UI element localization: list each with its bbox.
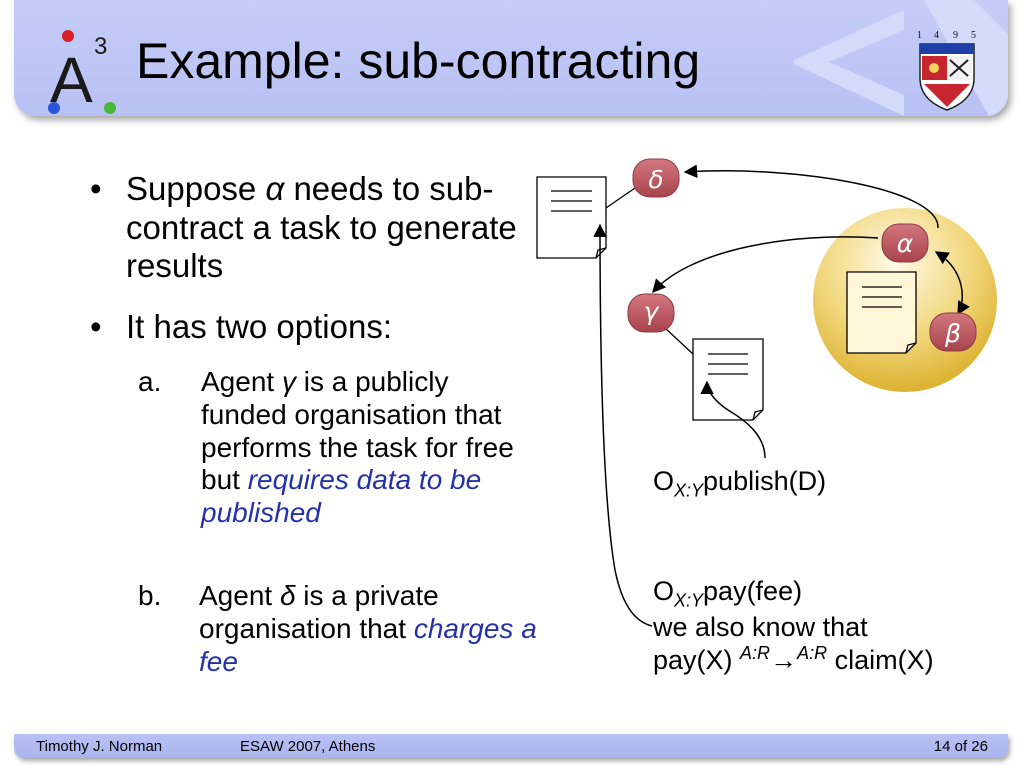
university-crest-icon: 1 4 9 5 xyxy=(917,30,976,111)
rule-rhs: claim(X) xyxy=(834,645,934,676)
agent-gamma-node[interactable]: γ xyxy=(627,293,675,333)
a3-logo-icon: A 3 xyxy=(48,30,116,116)
agent-beta-node[interactable]: β xyxy=(929,312,977,352)
agent-alpha-label: α xyxy=(897,229,914,258)
bullet-item-1: • Suppose α needs to sub-contract a task… xyxy=(90,170,520,286)
agent-gamma-label: γ xyxy=(644,297,660,326)
crest-year-3: 9 xyxy=(953,30,958,41)
obligation-pay: OX:Ypay(fee) we also know that pay(X) A:… xyxy=(653,576,934,677)
agent-delta-node[interactable]: δ xyxy=(632,158,680,198)
agent-beta-label: β xyxy=(944,319,961,348)
slide-header: A 3 Example: sub-contracting 1 4 9 5 xyxy=(14,0,1008,116)
arrow-alpha-gamma xyxy=(652,236,879,294)
crest-year-2: 4 xyxy=(934,30,939,41)
link-gamma-document xyxy=(664,327,694,355)
option-b-highlight: charges a fee xyxy=(199,612,537,677)
option-a-agent: γ xyxy=(281,366,296,397)
obligation-pay-sub: X:Y xyxy=(674,590,704,611)
slide-footer: Timothy J. Norman ESAW 2007, Athens 14 o… xyxy=(14,734,1008,758)
rule-arrow: → xyxy=(770,645,798,676)
footer-event: ESAW 2007, Athens xyxy=(240,738,376,755)
agent-alpha-node[interactable]: α xyxy=(881,223,929,263)
obligation-publish-action: publish(D) xyxy=(703,466,827,496)
document-gamma-icon xyxy=(692,338,764,421)
option-b-text-before: Agent xyxy=(199,580,280,611)
bullet-1-text-after: needs to sub-contract a task to generate… xyxy=(126,170,517,285)
knowledge-line: we also know that xyxy=(653,611,868,642)
page-title: Example: sub-contracting xyxy=(136,33,701,89)
obligation-publish-o: O xyxy=(653,466,675,496)
arrow-pay-to-document xyxy=(593,223,653,627)
option-b-text-after: is a private organisation that xyxy=(199,580,439,644)
logo-superscript: 3 xyxy=(94,33,107,60)
arrow-alpha-beta xyxy=(934,251,970,316)
rule-sup-1: A:R xyxy=(740,643,771,664)
option-a-highlight: requires data to be published xyxy=(201,464,482,528)
obligation-publish-sub: X:Y xyxy=(674,480,704,501)
document-delta-icon xyxy=(536,176,607,259)
document-alpha-icon xyxy=(846,271,917,354)
bullet-2-text: It has two options: xyxy=(126,308,392,345)
arrow-alpha-delta xyxy=(683,164,939,229)
agent-delta-label: δ xyxy=(648,165,663,194)
link-delta-document xyxy=(605,187,636,209)
option-b-agent: δ xyxy=(279,580,296,611)
bullet-1-text-before: Suppose xyxy=(126,170,266,207)
bullet-dot: • xyxy=(90,170,102,207)
bullet-1-agent: α xyxy=(265,170,285,207)
crest-year-4: 5 xyxy=(971,30,976,41)
bullet-item-2: • It has two options: xyxy=(90,308,520,347)
option-a: a. Agent γ is a publicly funded organisa… xyxy=(138,366,538,530)
rule-lhs: pay(X) xyxy=(653,645,733,676)
crest-year-1: 1 xyxy=(917,30,922,41)
footer-page-number: 14 of 26 xyxy=(933,738,988,755)
obligation-publish: OX:Ypublish(D) xyxy=(653,466,826,502)
option-b: b. Agent δ is a private organisation tha… xyxy=(138,580,538,678)
obligation-pay-o: O xyxy=(653,576,675,606)
rule-line: pay(X) A:R→A:R claim(X) xyxy=(653,643,934,677)
obligation-pay-action: pay(fee) xyxy=(703,576,803,606)
option-a-text-after: is a publicly funded organisation that p… xyxy=(201,366,514,496)
bullet-dot: • xyxy=(90,308,102,345)
option-a-text-before: Agent xyxy=(201,366,282,397)
option-a-marker: a. xyxy=(138,366,162,397)
rule-sup-2: A:R xyxy=(797,643,828,664)
footer-author: Timothy J. Norman xyxy=(36,738,163,755)
arrow-publish-to-document xyxy=(700,380,766,459)
option-b-marker: b. xyxy=(138,580,162,611)
